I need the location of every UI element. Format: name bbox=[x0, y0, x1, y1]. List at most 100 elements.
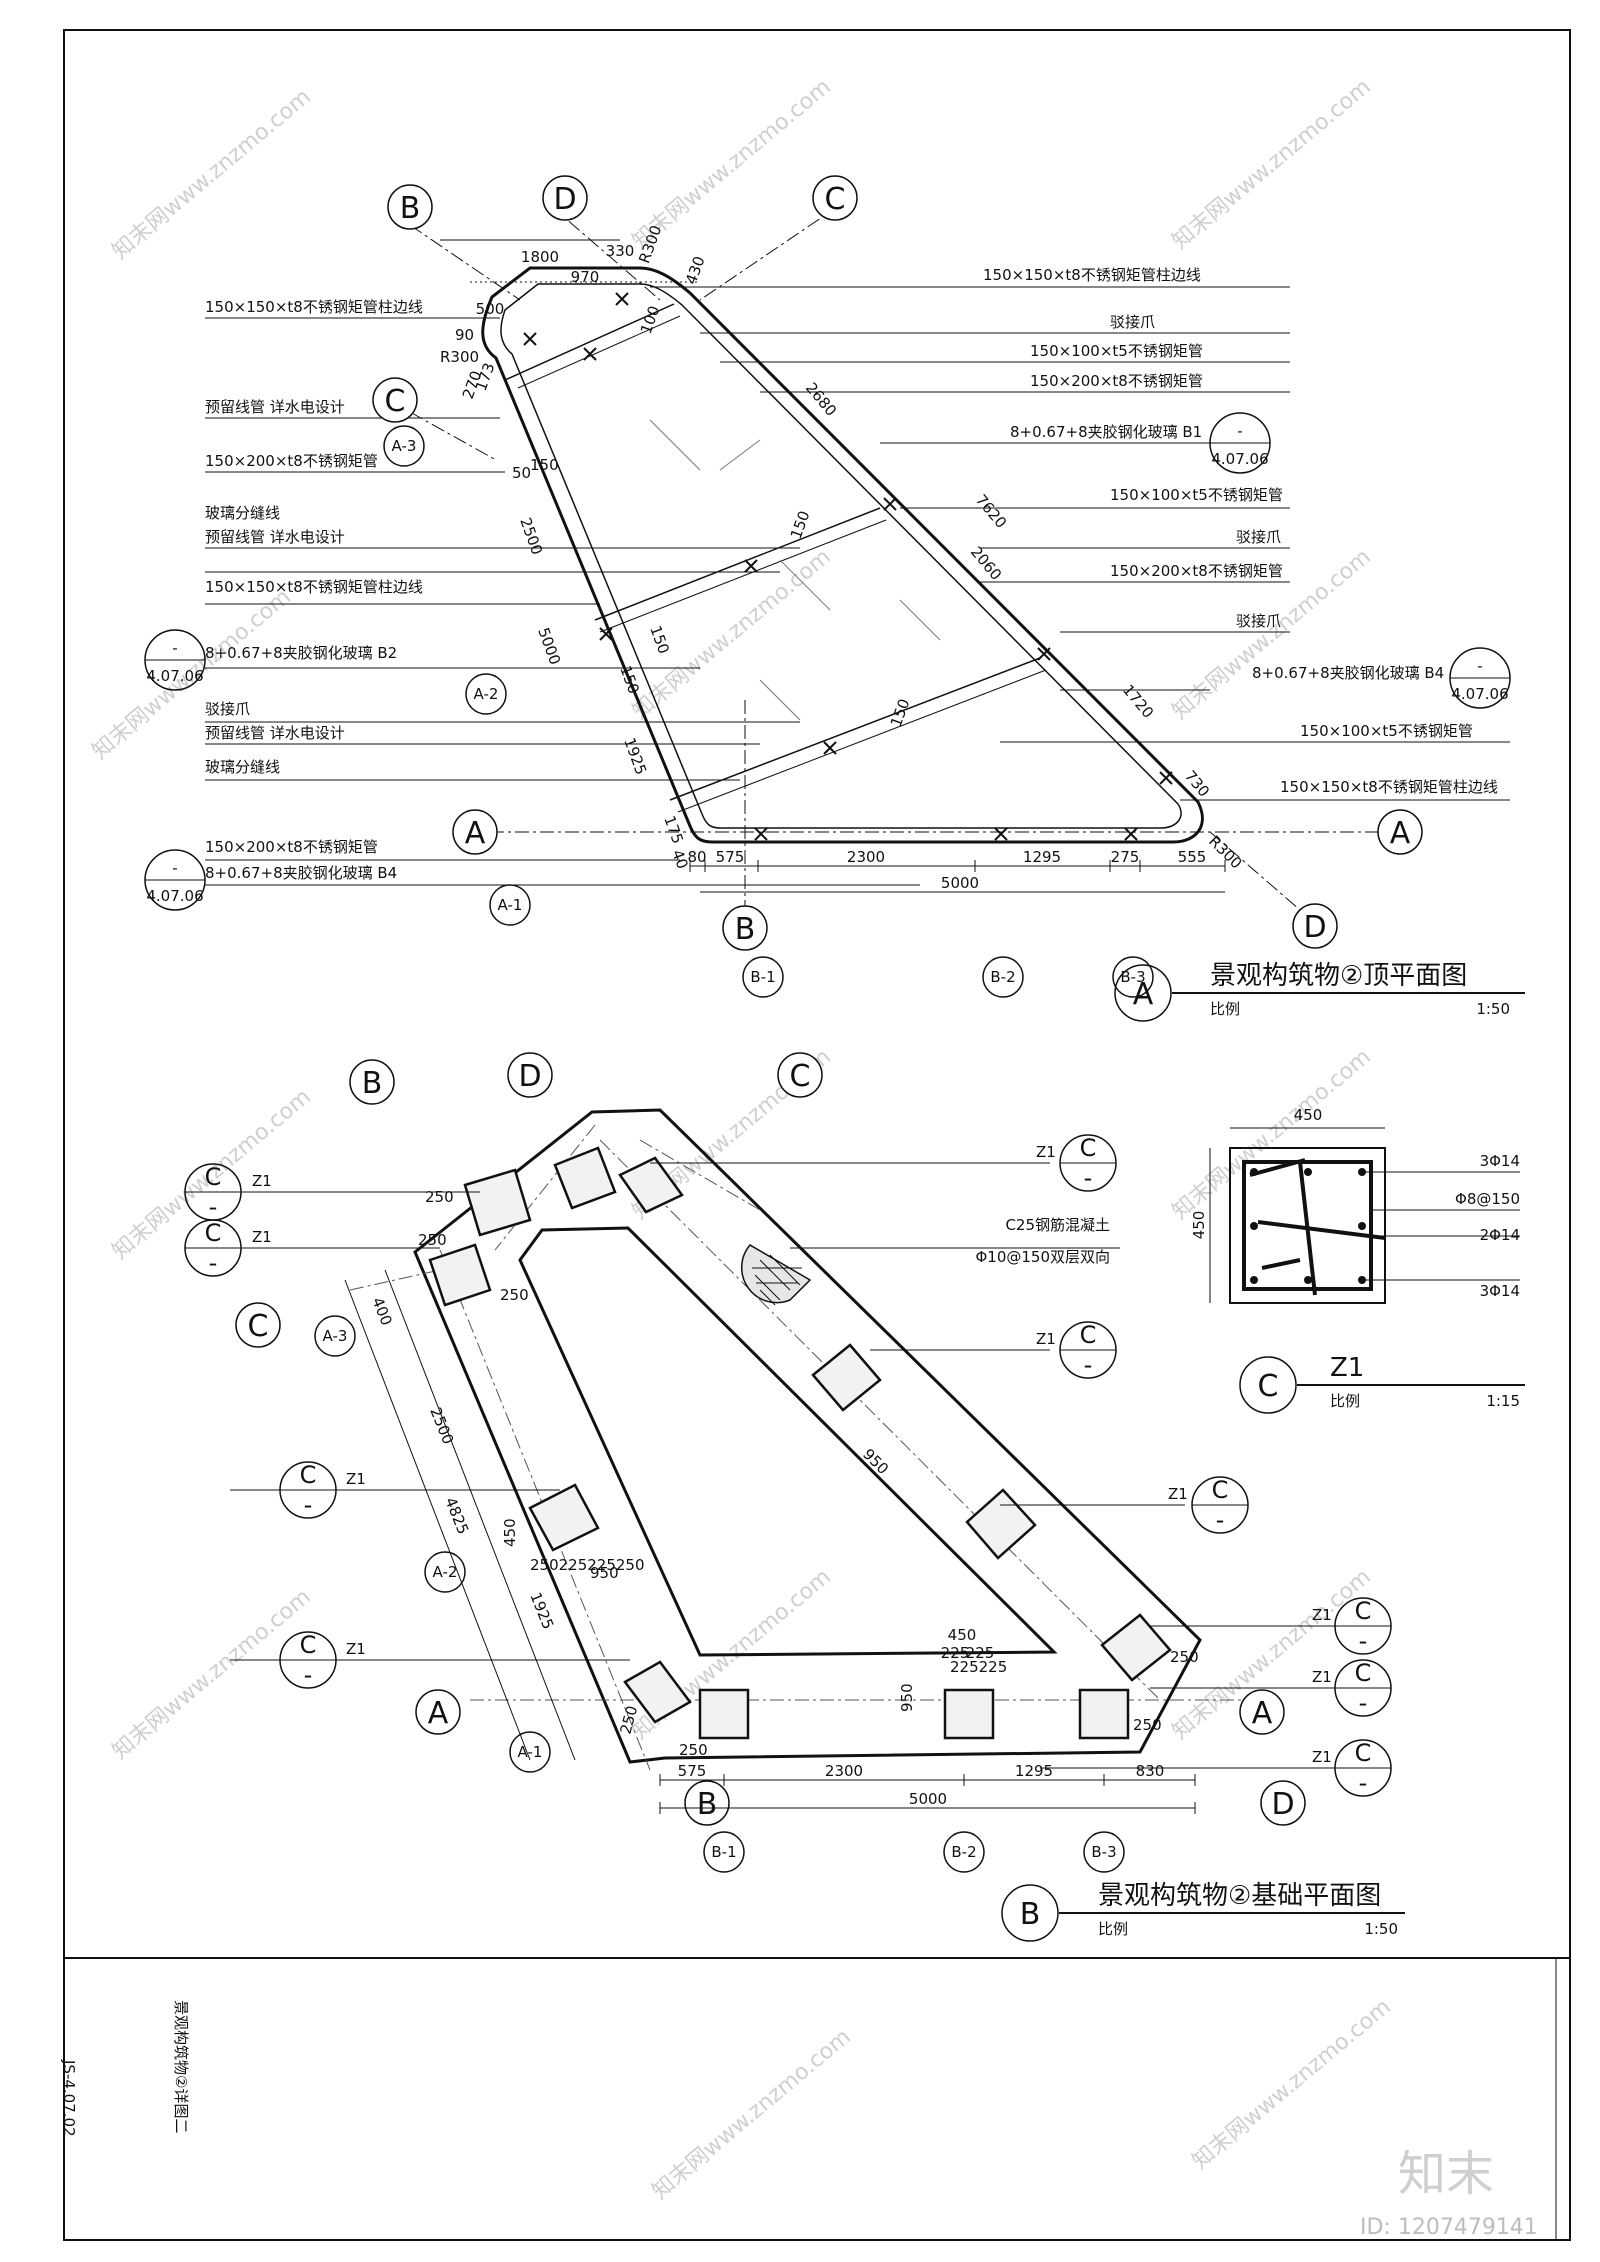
dim-text: 970 bbox=[571, 268, 600, 286]
width-dim: 450 bbox=[1294, 1106, 1323, 1124]
label-column-edge: 150×150×t8不锈钢矩管柱边线 bbox=[205, 578, 423, 596]
dim-text: R300 bbox=[440, 348, 479, 366]
column-outline bbox=[1229, 1147, 1386, 1304]
foundation-plan: C25钢筋混凝土 Φ10@150双层双向 C - Z1 bbox=[184, 1052, 1405, 1942]
c-dash: - bbox=[1359, 1769, 1368, 1797]
c-dash: - bbox=[1216, 1506, 1225, 1534]
axis-bubbles bbox=[235, 1052, 1306, 1873]
dim-text: 4825 bbox=[441, 1495, 472, 1537]
dim-total: 5000 bbox=[941, 874, 979, 892]
axis-label-c: C bbox=[825, 182, 846, 217]
scale-value: 1:15 bbox=[1486, 1392, 1520, 1410]
label-glass-b4: 8+0.67+8夹胶钢化玻璃 B4 bbox=[205, 864, 397, 882]
rebar-middle: 2Φ14 bbox=[1480, 1226, 1520, 1244]
label-spider-fitting: 驳接爪 bbox=[205, 700, 250, 718]
dim-text: 575 bbox=[716, 848, 745, 866]
axis-label-a: A bbox=[465, 816, 486, 851]
label-reserved-conduit: 预留线管 详水电设计 bbox=[205, 724, 345, 742]
axis-label-a3: A-3 bbox=[323, 1327, 348, 1345]
c-mark: C bbox=[1080, 1321, 1097, 1349]
watermark-tile: 知末网www.znzmo.com bbox=[108, 84, 316, 264]
c-dash: - bbox=[209, 1193, 218, 1221]
c-mark: C bbox=[205, 1219, 222, 1247]
dim-text: 400 bbox=[368, 1295, 395, 1328]
c-mark: C bbox=[1355, 1659, 1372, 1687]
dim-text: 2500 bbox=[426, 1405, 457, 1447]
axis-label-d: D bbox=[553, 182, 576, 217]
z1-ref-bubble: C - Z1 bbox=[1312, 1739, 1392, 1797]
dim-text: 1925 bbox=[620, 735, 650, 777]
dim-text: 150 bbox=[646, 623, 673, 656]
label-spider-fitting: 驳接爪 bbox=[1110, 313, 1155, 331]
dim-text: 500 bbox=[476, 300, 505, 318]
detail-ref-bubble: - 4.07.06 bbox=[144, 629, 206, 691]
c-dash: - bbox=[1359, 1689, 1368, 1717]
dim-text: 575 bbox=[678, 1762, 707, 1780]
ref-sheet: 4.07.06 bbox=[146, 667, 203, 685]
axis-label-c: C bbox=[790, 1059, 811, 1094]
label-steel-tube-100: 150×100×t5不锈钢矩管 bbox=[1300, 722, 1473, 740]
rebar-stirrup: Φ8@150 bbox=[1455, 1190, 1520, 1208]
axis-bubble-labels: B D C C A A B D B-1 B-2 B-3 A-1 A-2 A-3 bbox=[385, 182, 1411, 986]
axis-label-a1: A-1 bbox=[518, 1743, 543, 1761]
brand-watermark: 知末 ID: 1207479141 bbox=[1360, 2146, 1538, 2240]
dim-text: 250 bbox=[418, 1231, 447, 1249]
spider-fitting-marks bbox=[523, 292, 1173, 841]
axis-lines bbox=[409, 204, 1380, 930]
concrete-note: C25钢筋混凝土 bbox=[1005, 1216, 1110, 1234]
label-column-edge: 150×150×t8不锈钢矩管柱边线 bbox=[1280, 778, 1498, 796]
dimension-lines bbox=[440, 239, 1226, 893]
c-mark: C bbox=[1212, 1476, 1229, 1504]
steel-tube-line bbox=[594, 507, 881, 621]
tie-bars bbox=[1249, 1158, 1386, 1296]
drawing-title: 景观构筑物②顶平面图 bbox=[1210, 961, 1467, 991]
z1-ref-bubble: C - Z1 bbox=[1036, 1134, 1117, 1192]
steel-tube-line bbox=[504, 303, 675, 381]
detail-ref-bubble: - 4.07.06 bbox=[1209, 412, 1271, 474]
z1-leaders bbox=[220, 1162, 1335, 1769]
dim-text: 1800 bbox=[521, 248, 559, 266]
steel-tube-line bbox=[669, 657, 1041, 801]
dim-text: 2680 bbox=[802, 379, 840, 420]
top-plan-title-block: A 景观构筑物②顶平面图 比例 1:50 bbox=[1114, 961, 1525, 1022]
label-column-edge: 150×150×t8不锈钢矩管柱边线 bbox=[205, 298, 423, 316]
label-steel-tube-200: 150×200×t8不锈钢矩管 bbox=[1110, 562, 1283, 580]
c-mark: C bbox=[300, 1631, 317, 1659]
ref-dash: - bbox=[1237, 422, 1242, 440]
dim-text: 250 bbox=[679, 1741, 708, 1759]
c-dash: - bbox=[1084, 1164, 1093, 1192]
foundation-title-block: B 景观构筑物②基础平面图 比例 1:50 bbox=[1001, 1881, 1405, 1942]
dim-text: 2300 bbox=[825, 1762, 863, 1780]
z1-ref-bubble: C - Z1 bbox=[1036, 1321, 1117, 1379]
z1-label: Z1 bbox=[1312, 1748, 1332, 1766]
ref-sheet: 4.07.06 bbox=[1211, 450, 1268, 468]
dim-text: 5000 bbox=[534, 625, 564, 667]
dim-text: 1295 bbox=[1023, 848, 1061, 866]
ref-dash: - bbox=[172, 859, 177, 877]
label-spider-fitting: 驳接爪 bbox=[1236, 528, 1281, 546]
detail-ref-bubble: - 4.07.06 bbox=[144, 849, 206, 911]
label-steel-tube-200: 150×200×t8不锈钢矩管 bbox=[1030, 372, 1203, 390]
image-id: ID: 1207479141 bbox=[1360, 2215, 1538, 2240]
axis-label-b: B bbox=[697, 1787, 718, 1822]
label-glass-joint: 玻璃分缝线 bbox=[205, 758, 280, 776]
z1-label: Z1 bbox=[1168, 1485, 1188, 1503]
top-plan-right-labels: 150×150×t8不锈钢矩管柱边线 驳接爪 150×100×t5不锈钢矩管 1… bbox=[983, 266, 1498, 796]
dim-text: 90 bbox=[455, 326, 474, 344]
dim-text: 330 bbox=[606, 242, 635, 260]
axis-label-b3: B-3 bbox=[1120, 968, 1145, 986]
axis-label-b: B bbox=[362, 1066, 383, 1101]
axis-label-b1: B-1 bbox=[711, 1843, 736, 1861]
axis-label-b2: B-2 bbox=[951, 1843, 976, 1861]
dim-text: 150 bbox=[887, 696, 914, 729]
steel-tube-line bbox=[517, 315, 681, 389]
z1-ref-bubble: C - Z1 bbox=[1312, 1659, 1392, 1717]
z1-ref-bubble: C - Z1 bbox=[1312, 1597, 1392, 1655]
scale-value: 1:50 bbox=[1476, 1000, 1510, 1018]
ref-dash: - bbox=[172, 639, 177, 657]
dim-text: 430 bbox=[682, 254, 709, 287]
steel-tube-line bbox=[599, 519, 887, 633]
rebar-top: 3Φ14 bbox=[1480, 1152, 1520, 1170]
dim-text: 1925 bbox=[526, 1590, 557, 1632]
height-dim: 450 bbox=[1190, 1211, 1208, 1240]
